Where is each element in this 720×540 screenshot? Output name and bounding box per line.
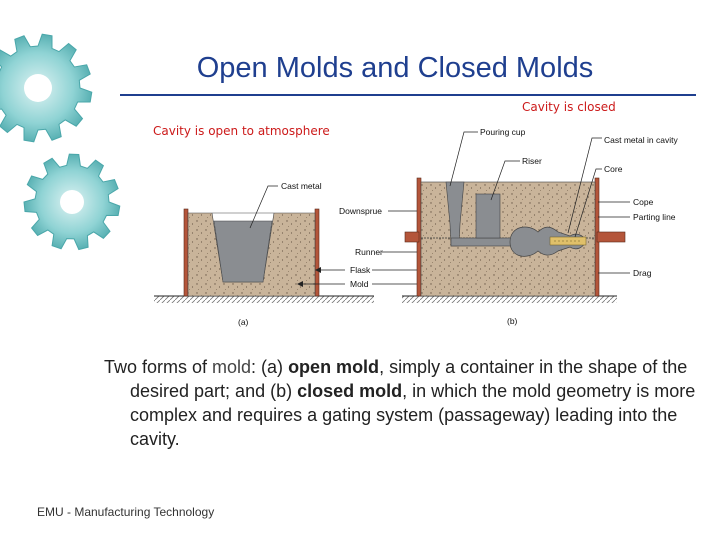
- cast-metal: [213, 220, 273, 283]
- label-parting-line: Parting line: [633, 212, 676, 222]
- open-mold-leaders: [249, 185, 278, 229]
- label-part-a: (a): [238, 317, 249, 327]
- flask-flange-left: [404, 231, 420, 243]
- label-core: Core: [604, 164, 623, 174]
- label-cast-metal: Cast metal: [281, 181, 322, 191]
- desc-text: : (a): [251, 357, 289, 377]
- runner: [450, 237, 518, 247]
- label-riser: Riser: [522, 156, 542, 166]
- label-downsprue: Downsprue: [339, 206, 382, 216]
- flask-wall-right: [314, 208, 320, 297]
- label-cope: Cope: [633, 197, 654, 207]
- label-part-b: (b): [507, 316, 518, 326]
- page-title: Open Molds and Closed Molds: [196, 52, 594, 84]
- gear-icon: [23, 153, 121, 251]
- open-cavity-caption: Cavity is open to atmosphere: [153, 124, 330, 138]
- mold-diagram: Cast metal (a) Downsprue Runner Flask Mo…: [154, 127, 678, 327]
- label-drag: Drag: [633, 268, 652, 278]
- desc-term-closed-mold: closed mold: [297, 381, 403, 401]
- label-runner: Runner: [355, 247, 383, 257]
- desc-text: Two forms of: [104, 357, 213, 377]
- floor: [154, 296, 374, 303]
- label-cast-metal-in-cavity: Cast metal in cavity: [604, 135, 678, 145]
- gear-decoration: [0, 33, 121, 251]
- footer-text: EMU - Manufacturing Technology: [37, 505, 215, 519]
- open-mold: [154, 208, 374, 303]
- desc-text: , in which the mold geometry is more com…: [130, 381, 696, 449]
- flask-flange-right: [596, 231, 626, 243]
- gear-icon: [0, 33, 93, 143]
- closed-cavity-caption: Cavity is closed: [522, 100, 616, 114]
- closed-mold: [402, 177, 626, 303]
- desc-term-mold: mold: [212, 357, 252, 377]
- title-divider: [120, 94, 696, 96]
- label-pouring-cup: Pouring cup: [480, 127, 526, 137]
- desc-term-open-mold: open mold: [288, 357, 380, 377]
- riser: [475, 193, 501, 239]
- flask-wall-left: [183, 208, 189, 297]
- label-mold: Mold: [350, 279, 369, 289]
- desc-text: , simply a container in the shape of the…: [130, 357, 688, 401]
- floor: [402, 296, 617, 303]
- closed-mold-leaders: [449, 131, 630, 274]
- figure-description: Two forms of mold: (a) open mold, simply…: [104, 355, 720, 451]
- label-flask: Flask: [350, 265, 371, 275]
